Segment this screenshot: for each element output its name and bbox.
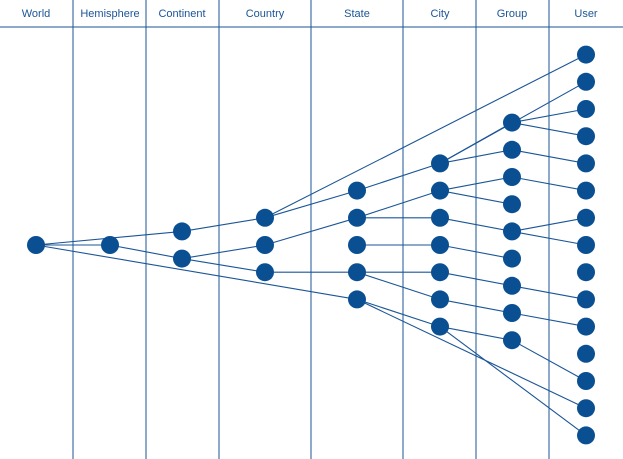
node-world-1 (27, 236, 45, 254)
edge-hemisphere-1-to-continent-2 (109, 244, 183, 260)
edge-state-5-to-user-14 (356, 298, 587, 409)
edge-city-3-to-group-5 (439, 217, 513, 232)
edge-state-2-to-city-2 (356, 190, 441, 219)
edge-group-5-to-user-7 (511, 217, 587, 232)
node-continent-1 (173, 222, 191, 241)
edge-continent-1-to-country-1 (181, 217, 266, 232)
column-header-hemisphere: Hemisphere (80, 8, 139, 20)
column-header-continent: Continent (158, 8, 205, 20)
node-user-12 (577, 344, 595, 363)
edge-state-4-to-city-6 (356, 271, 441, 300)
node-country-3 (256, 263, 274, 282)
node-user-1 (577, 45, 595, 64)
node-country-1 (256, 208, 274, 227)
column-headers: World Hemisphere Continent Country State City… (22, 8, 598, 20)
node-group-4 (503, 195, 521, 214)
diagram-nodes (27, 45, 595, 445)
node-group-8 (503, 304, 521, 322)
node-user-13 (577, 372, 595, 390)
node-user-6 (577, 181, 595, 200)
node-user-14 (577, 399, 595, 418)
column-header-country: Country (246, 8, 285, 20)
edge-group-2-to-user-5 (511, 149, 587, 164)
edge-continent-2-to-country-3 (181, 258, 266, 273)
node-state-1 (348, 181, 366, 200)
column-header-world: World (22, 8, 51, 20)
edge-country-1-to-state-1 (264, 190, 358, 219)
edge-city-4-to-group-6 (439, 244, 513, 260)
node-state-2 (348, 208, 366, 227)
edge-group-1-to-user-4 (511, 122, 587, 137)
node-hemisphere-1 (101, 236, 119, 254)
edge-state-5-to-city-7 (356, 298, 441, 328)
node-city-4 (431, 236, 449, 254)
edge-group-3-to-user-6 (511, 176, 587, 192)
column-header-city: City (431, 8, 450, 20)
node-group-7 (503, 276, 521, 295)
column-header-user: User (574, 8, 598, 20)
edge-group-5-to-user-8 (511, 230, 587, 246)
node-user-4 (577, 127, 595, 146)
edge-state-1-to-city-1 (356, 162, 441, 192)
node-group-3 (503, 168, 521, 186)
node-group-1 (503, 113, 521, 132)
edge-continent-2-to-country-2 (181, 244, 266, 260)
edge-city-7-to-group-9 (439, 326, 513, 341)
column-header-group: Group (497, 8, 528, 20)
edge-world-1-to-state-5 (35, 244, 358, 300)
edge-city-1-to-group-2 (439, 149, 513, 164)
edge-country-2-to-state-2 (264, 217, 358, 246)
node-user-15 (577, 426, 595, 445)
edge-city-1-to-group-1 (439, 122, 513, 164)
node-user-7 (577, 208, 595, 227)
node-state-4 (348, 263, 366, 282)
edge-city-5-to-group-7 (439, 271, 513, 287)
node-city-1 (431, 154, 449, 173)
edge-country-1-to-user-1 (264, 54, 587, 219)
node-user-11 (577, 317, 595, 336)
edge-city-2-to-group-4 (439, 190, 513, 205)
node-country-2 (256, 236, 274, 254)
node-city-7 (431, 317, 449, 336)
node-group-9 (503, 331, 521, 350)
column-header-state: State (344, 8, 370, 20)
node-city-3 (431, 208, 449, 227)
edge-group-1-to-user-3 (511, 108, 587, 124)
node-city-6 (431, 290, 449, 309)
connection-lines (35, 54, 587, 436)
node-city-5 (431, 263, 449, 282)
node-group-6 (503, 249, 521, 268)
edge-group-7-to-user-10 (511, 285, 587, 300)
node-user-3 (577, 100, 595, 118)
edge-city-2-to-group-3 (439, 176, 513, 192)
edge-city-7-to-user-15 (439, 326, 587, 436)
node-state-5 (348, 290, 366, 309)
node-state-3 (348, 236, 366, 254)
node-group-2 (503, 140, 521, 159)
node-user-2 (577, 72, 595, 91)
node-group-5 (503, 222, 521, 241)
node-user-5 (577, 154, 595, 173)
node-city-2 (431, 181, 449, 200)
node-user-10 (577, 290, 595, 309)
edge-group-9-to-user-13 (511, 339, 587, 382)
edge-city-6-to-group-8 (439, 298, 513, 314)
edge-group-8-to-user-11 (511, 312, 587, 328)
node-continent-2 (173, 249, 191, 268)
node-user-9 (577, 263, 595, 282)
node-user-8 (577, 236, 595, 254)
